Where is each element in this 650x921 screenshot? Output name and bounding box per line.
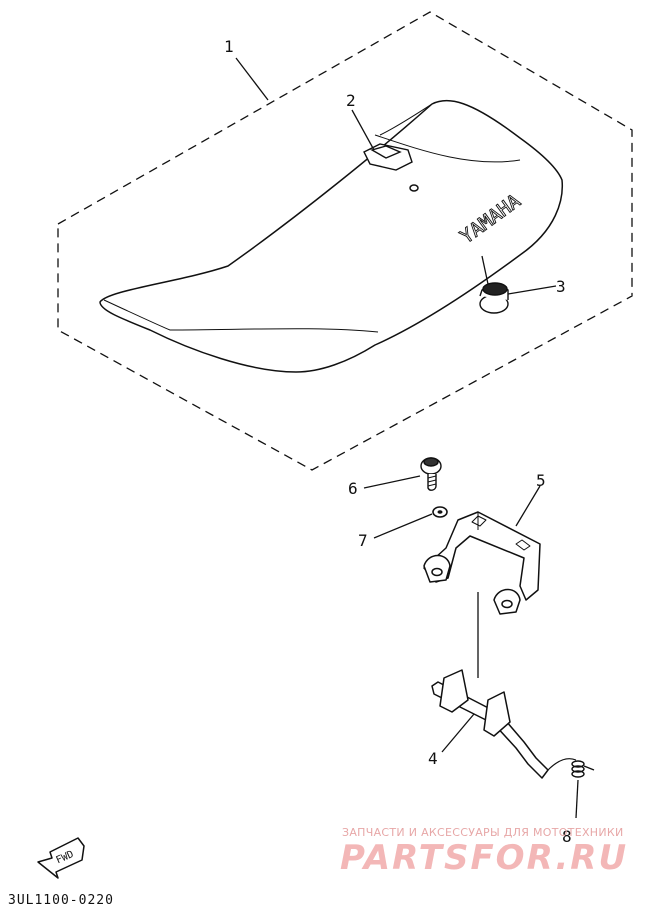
washer-part xyxy=(432,506,448,518)
fwd-arrow-icon: FWD xyxy=(37,837,85,879)
lock-lever-part xyxy=(431,669,577,779)
callout-4: 4 xyxy=(428,749,438,768)
seat-damper-part xyxy=(479,282,509,314)
spring-part xyxy=(571,760,595,778)
callout-8: 8 xyxy=(562,827,572,846)
seat-part xyxy=(99,99,564,373)
seat-brand-logo: YAMAHA xyxy=(456,189,526,248)
seat-assembly-boundary xyxy=(57,11,633,471)
leader-lines xyxy=(235,57,579,819)
svg-text:YAMAHA: YAMAHA xyxy=(456,190,525,248)
diagram-code: 3UL1100-0220 xyxy=(8,893,114,908)
callout-7: 7 xyxy=(358,531,368,550)
watermark-brand: PARTSFOR.RU xyxy=(340,838,629,878)
callout-1: 1 xyxy=(224,37,234,56)
callout-6: 6 xyxy=(348,479,358,498)
watermark-tagline: ЗАПЧАСТИ И АКСЕССУАРЫ ДЛЯ МОТОТЕХНИКИ xyxy=(342,826,624,839)
bolt-part xyxy=(420,457,442,491)
callout-3: 3 xyxy=(556,277,566,296)
callout-2: 2 xyxy=(346,91,356,110)
callout-5: 5 xyxy=(536,471,546,490)
bracket-part xyxy=(423,511,541,615)
seat-clip-part xyxy=(363,143,413,171)
